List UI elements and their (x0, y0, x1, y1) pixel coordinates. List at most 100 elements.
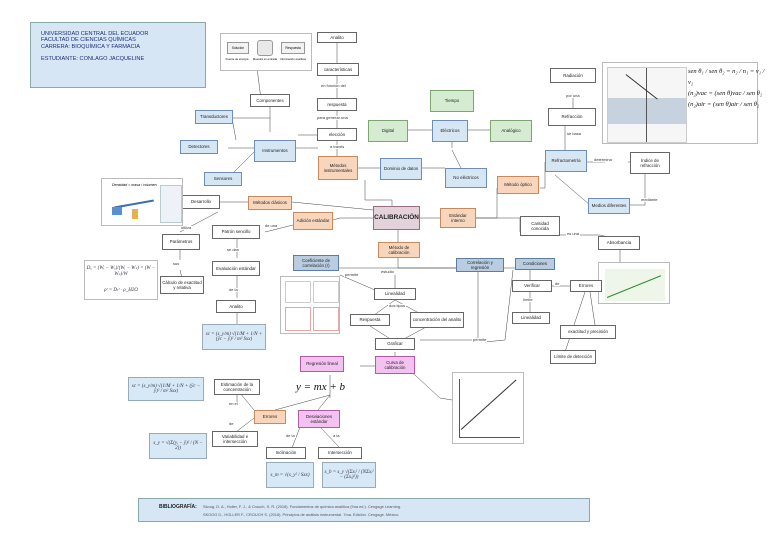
bibliography-ref-2: SKOOG D., HOLLER F., CROUCH S. (2018). P… (203, 512, 400, 517)
node-curva-calibracion: Curva de calibración (375, 356, 415, 374)
sc-estimation-formula-panel: sc = (s_y/m) √(1/M + 1/N + (ȳc − ȳ)² / m… (128, 377, 204, 401)
label-permite-2: permite (472, 337, 488, 342)
node-interseccion: Intersección (318, 447, 362, 459)
node-medios-diferentes: Medios diferentes (588, 198, 630, 214)
label-de-una: de una (264, 223, 279, 228)
node-condiciones: Condiciones (515, 258, 555, 270)
label-en-funcion: en función del (320, 83, 347, 88)
correlation-plot-3 (285, 307, 311, 331)
pipeline-caption-3: Información analítica (280, 57, 306, 61)
node-calculo-exactitud: Cálculo de exactitud y relativa (160, 276, 204, 294)
calibration-axes (459, 379, 520, 438)
node-electricos: Eléctricos (432, 120, 468, 142)
sm-formula-panel: s_m = √(s_y² / Sxx) (266, 462, 314, 488)
sm-formula: s_m = √(s_y² / Sxx) (270, 472, 310, 478)
pipeline-step-3: Respuesta (281, 42, 305, 54)
label-se-dan: se dan (226, 247, 241, 252)
node-desviaciones-estandar: Desviaciones estándar (298, 410, 340, 428)
balance-illustration: Densidad = masa / volumen (101, 178, 183, 226)
label-limite: límite (522, 297, 534, 302)
node-regresion-lineal: Regresión lineal (300, 356, 344, 372)
node-metodos-clasicos: Métodos clásicos (248, 196, 292, 210)
label-se-basa: se basa (566, 131, 583, 136)
node-patron-sencillo: Patrón sencillo (212, 225, 260, 239)
label-para-generar: para generar una (316, 115, 349, 120)
node-transductores: Transductores (195, 110, 233, 124)
node-exactitud-precision: exactitud y precisión (560, 325, 616, 339)
absorbance-chart (598, 262, 670, 304)
density-formula: ρˢ = Dₜˢ · ρ_H2O (104, 287, 138, 293)
label-a-la: a la (332, 433, 341, 438)
balance-weight-icon (112, 207, 122, 215)
node-analogico: Analógico (490, 120, 532, 142)
node-graficar: Graficar (375, 338, 415, 350)
node-metodo-calibracion: Método de calibración (378, 242, 420, 258)
node-limite-deteccion: Límite de detección (550, 350, 596, 364)
node-inclinacion: Inclinación (266, 447, 306, 459)
node-indice-refraccion: Índice de refracción (630, 152, 670, 174)
bibliography-ref-1: Skoog, D. A., Holler, F. J., & Crouch, S… (203, 504, 402, 509)
sc-estimation-formula: sc = (s_y/m) √(1/M + 1/N + (ȳc − ȳ)² / m… (131, 384, 201, 394)
node-dominio-datos: Dominio de datos (380, 158, 422, 180)
snell-formula-3: (n₂)air = (sen θ)air / sen θ₂ (688, 101, 760, 109)
sc-formula: sc = (s_y/m) √(1/M + 1/N + (ȳc − ȳ)² / m… (205, 332, 263, 342)
incident-ray (625, 74, 658, 100)
node-sensores: Sensores (204, 172, 242, 186)
node-evaluacion-estandar: Evaluación estándar (212, 261, 260, 276)
faculty-name: FACULTAD DE CIENCIAS QUÍMICAS (41, 37, 136, 44)
pipeline-caption-2: Muestra en entrada (252, 57, 278, 61)
node-estandar-interno: Estándar interno (440, 208, 476, 228)
node-detectores: Detectores (180, 140, 218, 154)
student-name: ESTUDIANTE: CONLAGO JACQUELINE (41, 56, 145, 63)
label-permite: permite (344, 272, 360, 277)
pipeline-caption-1: Fuente de energía (225, 57, 249, 61)
node-respuesta-2: Respuesta (350, 314, 390, 326)
density-formula-caption: Densidad = masa / volumen (112, 183, 157, 187)
sb-formula-panel: s_b = s_y √(Σxᵢ² / (NΣxᵢ² − (Σxᵢ)²)) (322, 462, 376, 488)
balance-pivot-icon (132, 209, 138, 219)
university-name: UNIVERSIDAD CENTRAL DEL ECUADOR (41, 31, 149, 37)
node-absorbancia: Absorbancia (598, 236, 640, 250)
node-estimacion-concentracion: Estimación de la concentración (214, 379, 260, 395)
node-linealidad: Linealidad (374, 288, 416, 300)
snell-formula-2: (n₂)vac = (sen θ)vac / sen θ₂ (688, 90, 763, 98)
balance-notes (160, 185, 182, 223)
node-errores: Errores (570, 280, 602, 292)
sy-formula: s_y = √(Σ(yᵢ − ȳ)² / (N − 2)) (153, 441, 203, 451)
label-de-la-2: de la (285, 433, 296, 438)
label-mediante: mediante (640, 197, 659, 202)
label-dos-tipos: dos tipos (388, 303, 407, 308)
node-analito: Analito (317, 32, 357, 43)
label-estudio: estudio (380, 269, 395, 274)
sy-formula-panel: s_y = √(Σ(yᵢ − ȳ)² / (N − 2)) (149, 433, 207, 459)
node-errores-2: Errores (254, 410, 286, 424)
node-refraccion: Refracción (548, 108, 596, 126)
node-desarrollo: Desarrollo (182, 195, 220, 209)
node-linealidad-2: Linealidad (512, 312, 550, 324)
label-es-una: es una (566, 231, 581, 236)
node-refractometria: Refractometría (545, 150, 587, 172)
node-calibracion: CALIBRACIÓN (373, 206, 420, 230)
node-adicion-estandar: Adición estándar (293, 212, 333, 230)
label-utiliza: utiliza (180, 225, 193, 230)
snell-formulas: sen θ₁ / sen θ₂ = n₂ / n₁ = v₁ / v₂ (n₂)… (688, 66, 768, 110)
label-en-el: en el (228, 401, 239, 406)
node-variabilidad: Variabilidad e intersección (212, 431, 258, 447)
node-metodos-instrumentales: Métodos instrumentales (318, 156, 358, 180)
pipeline-step-1: Solución (227, 42, 249, 54)
label-determina: determina (593, 157, 613, 162)
instrument-pipeline-illustration: Solución Respuesta Fuente de energía Mue… (220, 33, 312, 71)
snell-formula-1: sen θ₁ / sen θ₂ = n₂ / n₁ = v₁ / v₂ (688, 68, 765, 87)
sb-formula: s_b = s_y √(Σxᵢ² / (NΣxᵢ² − (Σxᵢ)²)) (324, 470, 374, 480)
header-box: UNIVERSIDAD CENTRAL DEL ECUADOR FACULTAD… (30, 22, 206, 88)
label-por-una: por una (565, 93, 581, 98)
refraction-diagram (607, 67, 687, 143)
label-de: de (554, 281, 561, 286)
snell-law-panel (602, 62, 758, 144)
node-no-electricos: No eléctricos (445, 168, 487, 188)
sample-cylinder-icon (257, 40, 273, 56)
node-tiempo: Tiempo (430, 90, 474, 112)
bibliography-box: BIBLIOGRAFÍA: Skoog, D. A., Holler, F. J… (138, 498, 590, 522)
refraction-medium (608, 98, 686, 124)
correlation-plot-2 (313, 281, 339, 303)
